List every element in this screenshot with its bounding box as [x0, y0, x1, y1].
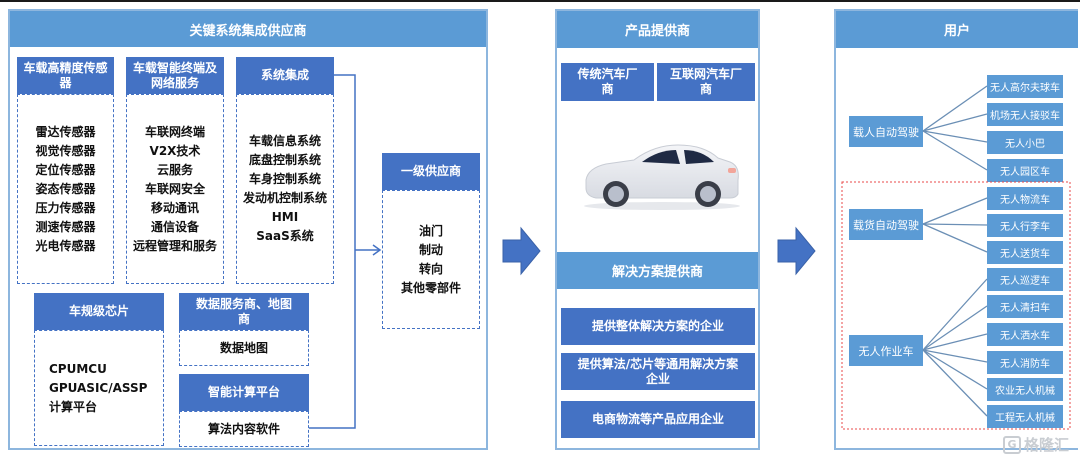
sensor-item: 定位传感器 [35, 162, 96, 177]
tier1-item: 转向 [418, 261, 443, 276]
chip-item: GPUASIC/ASSP [49, 380, 148, 395]
solution-title: 解决方案提供商 [557, 252, 758, 289]
product-title: 产品提供商 [557, 11, 758, 48]
chip-item: 计算平台 [49, 399, 98, 414]
sensor-item: 测速传感器 [35, 219, 96, 234]
integration-item: 车身控制系统 [248, 172, 321, 186]
terminal-item: V2X技术 [149, 143, 201, 158]
user-leaf: 无人洒水车 [987, 323, 1063, 346]
sensors-list: 雷达传感器 视觉传感器 定位传感器 姿态传感器 压力传感器 测速传感器 光电传感… [17, 94, 114, 284]
tier1-item: 油门 [418, 223, 443, 238]
car-window [642, 150, 680, 164]
terminal-item: 云服务 [156, 162, 193, 177]
integration-title: 系统集成 [236, 57, 334, 94]
sensor-item: 视觉传感器 [35, 143, 96, 158]
sensors-title: 车载高精度传感器 [17, 57, 114, 94]
user-leaf: 无人巡逻车 [987, 268, 1063, 291]
terminal-item: 远程管理和服务 [132, 238, 217, 253]
watermark-text: 格隆汇 [1024, 436, 1070, 454]
chip-list: CPUMCU GPUASIC/ASSP 计算平台 [34, 330, 164, 446]
integration-item: HMI [271, 210, 299, 224]
integration-item: 底盘控制系统 [248, 153, 321, 167]
car-rim-rear [700, 186, 716, 202]
users-title: 用户 [836, 11, 1078, 48]
solution-item: 提供整体解决方案的企业 [561, 308, 755, 345]
car-taillight [728, 168, 736, 173]
user-leaf: 无人消防车 [987, 351, 1063, 374]
compute-title: 智能计算平台 [179, 374, 309, 411]
chip-title: 车规级芯片 [34, 293, 164, 330]
top-border [0, 0, 1080, 2]
tier1-item: 制动 [418, 242, 443, 257]
tier1-list: 油门 制动 转向 其他零部件 [382, 190, 480, 329]
maker-traditional: 传统汽车厂商 [561, 63, 654, 101]
data-service-list: 数据地图 [179, 330, 309, 366]
user-group-work: 无人作业车 [849, 335, 923, 366]
key-system-title: 关键系统集成供应商 [10, 11, 486, 47]
user-leaf: 无人小巴 [987, 131, 1063, 154]
integration-item: 车载信息系统 [248, 134, 321, 148]
sensor-item: 雷达传感器 [35, 124, 96, 139]
user-leaf: 无人园区车 [987, 159, 1063, 182]
watermark: G 格隆汇 [1003, 434, 1069, 455]
terminal-title: 车载智能终端及网络服务 [126, 57, 224, 94]
sensor-item: 压力传感器 [35, 200, 96, 215]
chip-item: CPUMCU [49, 361, 107, 376]
flow-arrow-1 [502, 226, 541, 276]
user-leaf: 无人送货车 [987, 241, 1063, 264]
car-illustration [584, 144, 740, 210]
flow-arrow-2 [777, 226, 816, 276]
terminal-item: 移动通讯 [150, 200, 199, 215]
user-leaf: 机场无人接驳车 [987, 103, 1063, 126]
solution-item: 提供算法/芯片等通用解决方案企业 [561, 353, 755, 390]
user-leaf: 无人高尔夫球车 [987, 75, 1063, 98]
user-leaf: 农业无人机械 [987, 378, 1063, 401]
terminal-item: 通信设备 [150, 219, 199, 234]
user-leaf: 无人物流车 [987, 187, 1063, 210]
sensor-item: 光电传感器 [35, 238, 96, 253]
tier1-title: 一级供应商 [382, 153, 480, 190]
tier1-item: 其他零部件 [400, 280, 461, 295]
terminal-list: 车联网终端 V2X技术 云服务 车联网安全 移动通讯 通信设备 远程管理和服务 [126, 94, 224, 284]
data-service-item: 数据地图 [219, 340, 268, 355]
user-group-passenger: 载人自动驾驶 [849, 116, 923, 147]
user-leaf: 无人清扫车 [987, 295, 1063, 318]
user-group-cargo: 载货自动驾驶 [849, 209, 923, 240]
user-leaf: 无人行李车 [987, 214, 1063, 237]
integration-list: 车载信息系统 底盘控制系统 车身控制系统 发动机控制系统 HMI SaaS系统 [236, 94, 334, 284]
data-service-title: 数据服务商、地图商 [179, 293, 309, 330]
car-rim-front [608, 186, 624, 202]
maker-internet: 互联网汽车厂商 [657, 63, 755, 101]
watermark-logo-icon: G [1003, 435, 1021, 454]
car-window-rear [684, 150, 714, 164]
user-leaf: 工程无人机械 [987, 405, 1063, 428]
solution-item: 电商物流等产品应用企业 [561, 401, 755, 438]
compute-item: 算法内容软件 [207, 421, 280, 436]
compute-list: 算法内容软件 [179, 411, 309, 447]
sensor-item: 姿态传感器 [35, 181, 96, 196]
integration-item: SaaS系统 [256, 229, 314, 243]
integration-item: 发动机控制系统 [242, 191, 327, 205]
terminal-item: 车联网终端 [144, 124, 205, 139]
terminal-item: 车联网安全 [144, 181, 205, 196]
